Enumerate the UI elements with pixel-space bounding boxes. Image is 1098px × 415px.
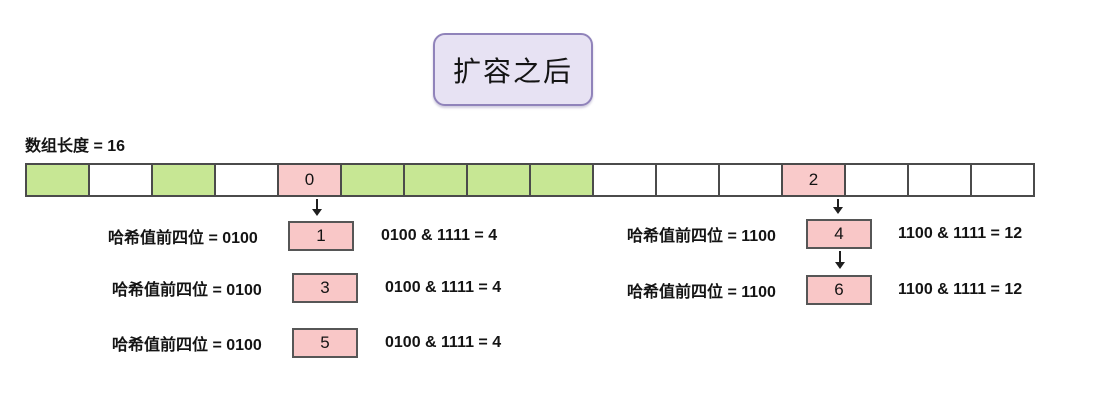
arrow-down-from-index12-icon (833, 199, 843, 214)
chain-row-left-2: 哈希值前四位 = 0100 3 0100 & 1111 = 4 (112, 273, 501, 303)
index-equation: 0100 & 1111 = 4 (385, 334, 502, 351)
array-cell-2 (151, 163, 216, 197)
node-box-3: 3 (292, 273, 358, 303)
hash-prefix-label: 哈希值前四位 = 0100 (112, 282, 262, 299)
hash-prefix-label: 哈希值前四位 = 0100 (112, 337, 262, 354)
array-cell-0 (25, 163, 90, 197)
chain-row-left-3: 哈希值前四位 = 0100 5 0100 & 1111 = 4 (112, 328, 501, 358)
chain-row-left-1: 哈希值前四位 = 0100 1 0100 & 1111 = 4 (108, 221, 497, 251)
index-equation: 1100 & 1111 = 12 (898, 225, 1023, 242)
array-cell-12: 2 (781, 163, 846, 197)
index-equation: 0100 & 1111 = 4 (381, 227, 498, 244)
page-title: 扩容之后 (452, 55, 573, 87)
arrow-down-from-index4-icon (312, 199, 322, 216)
node-box-1: 1 (288, 221, 354, 251)
array-cell-11 (718, 163, 783, 197)
hash-array: 0 2 (25, 163, 1035, 197)
hash-prefix-label: 哈希值前四位 = 1100 (627, 228, 776, 245)
chain-row-right-2: 哈希值前四位 = 1100 6 1100 & 1111 = 12 (627, 275, 1022, 305)
array-cell-8 (529, 163, 594, 197)
array-cell-14 (907, 163, 972, 197)
array-cell-13 (844, 163, 909, 197)
node-box-6: 6 (806, 275, 872, 305)
chain-row-right-1: 哈希值前四位 = 1100 4 1100 & 1111 = 12 (627, 219, 1022, 249)
node-box-4: 4 (806, 219, 872, 249)
array-cell-9 (592, 163, 657, 197)
hash-prefix-label: 哈希值前四位 = 0100 (108, 230, 258, 247)
array-cell-7 (466, 163, 531, 197)
array-cell-1 (88, 163, 153, 197)
arrow-node4-to-node6-icon (835, 251, 845, 269)
array-cell-6 (403, 163, 468, 197)
index-equation: 1100 & 1111 = 12 (898, 281, 1023, 298)
node-box-5: 5 (292, 328, 358, 358)
array-cell-4: 0 (277, 163, 342, 197)
hash-prefix-label: 哈希值前四位 = 1100 (627, 284, 776, 301)
array-cell-5 (340, 163, 405, 197)
array-cell-3 (214, 163, 279, 197)
array-cell-10 (655, 163, 720, 197)
array-length-label: 数组长度 = 16 (25, 138, 126, 155)
title-box: 扩容之后 (433, 33, 593, 106)
array-cell-15 (970, 163, 1035, 197)
index-equation: 0100 & 1111 = 4 (385, 279, 502, 296)
